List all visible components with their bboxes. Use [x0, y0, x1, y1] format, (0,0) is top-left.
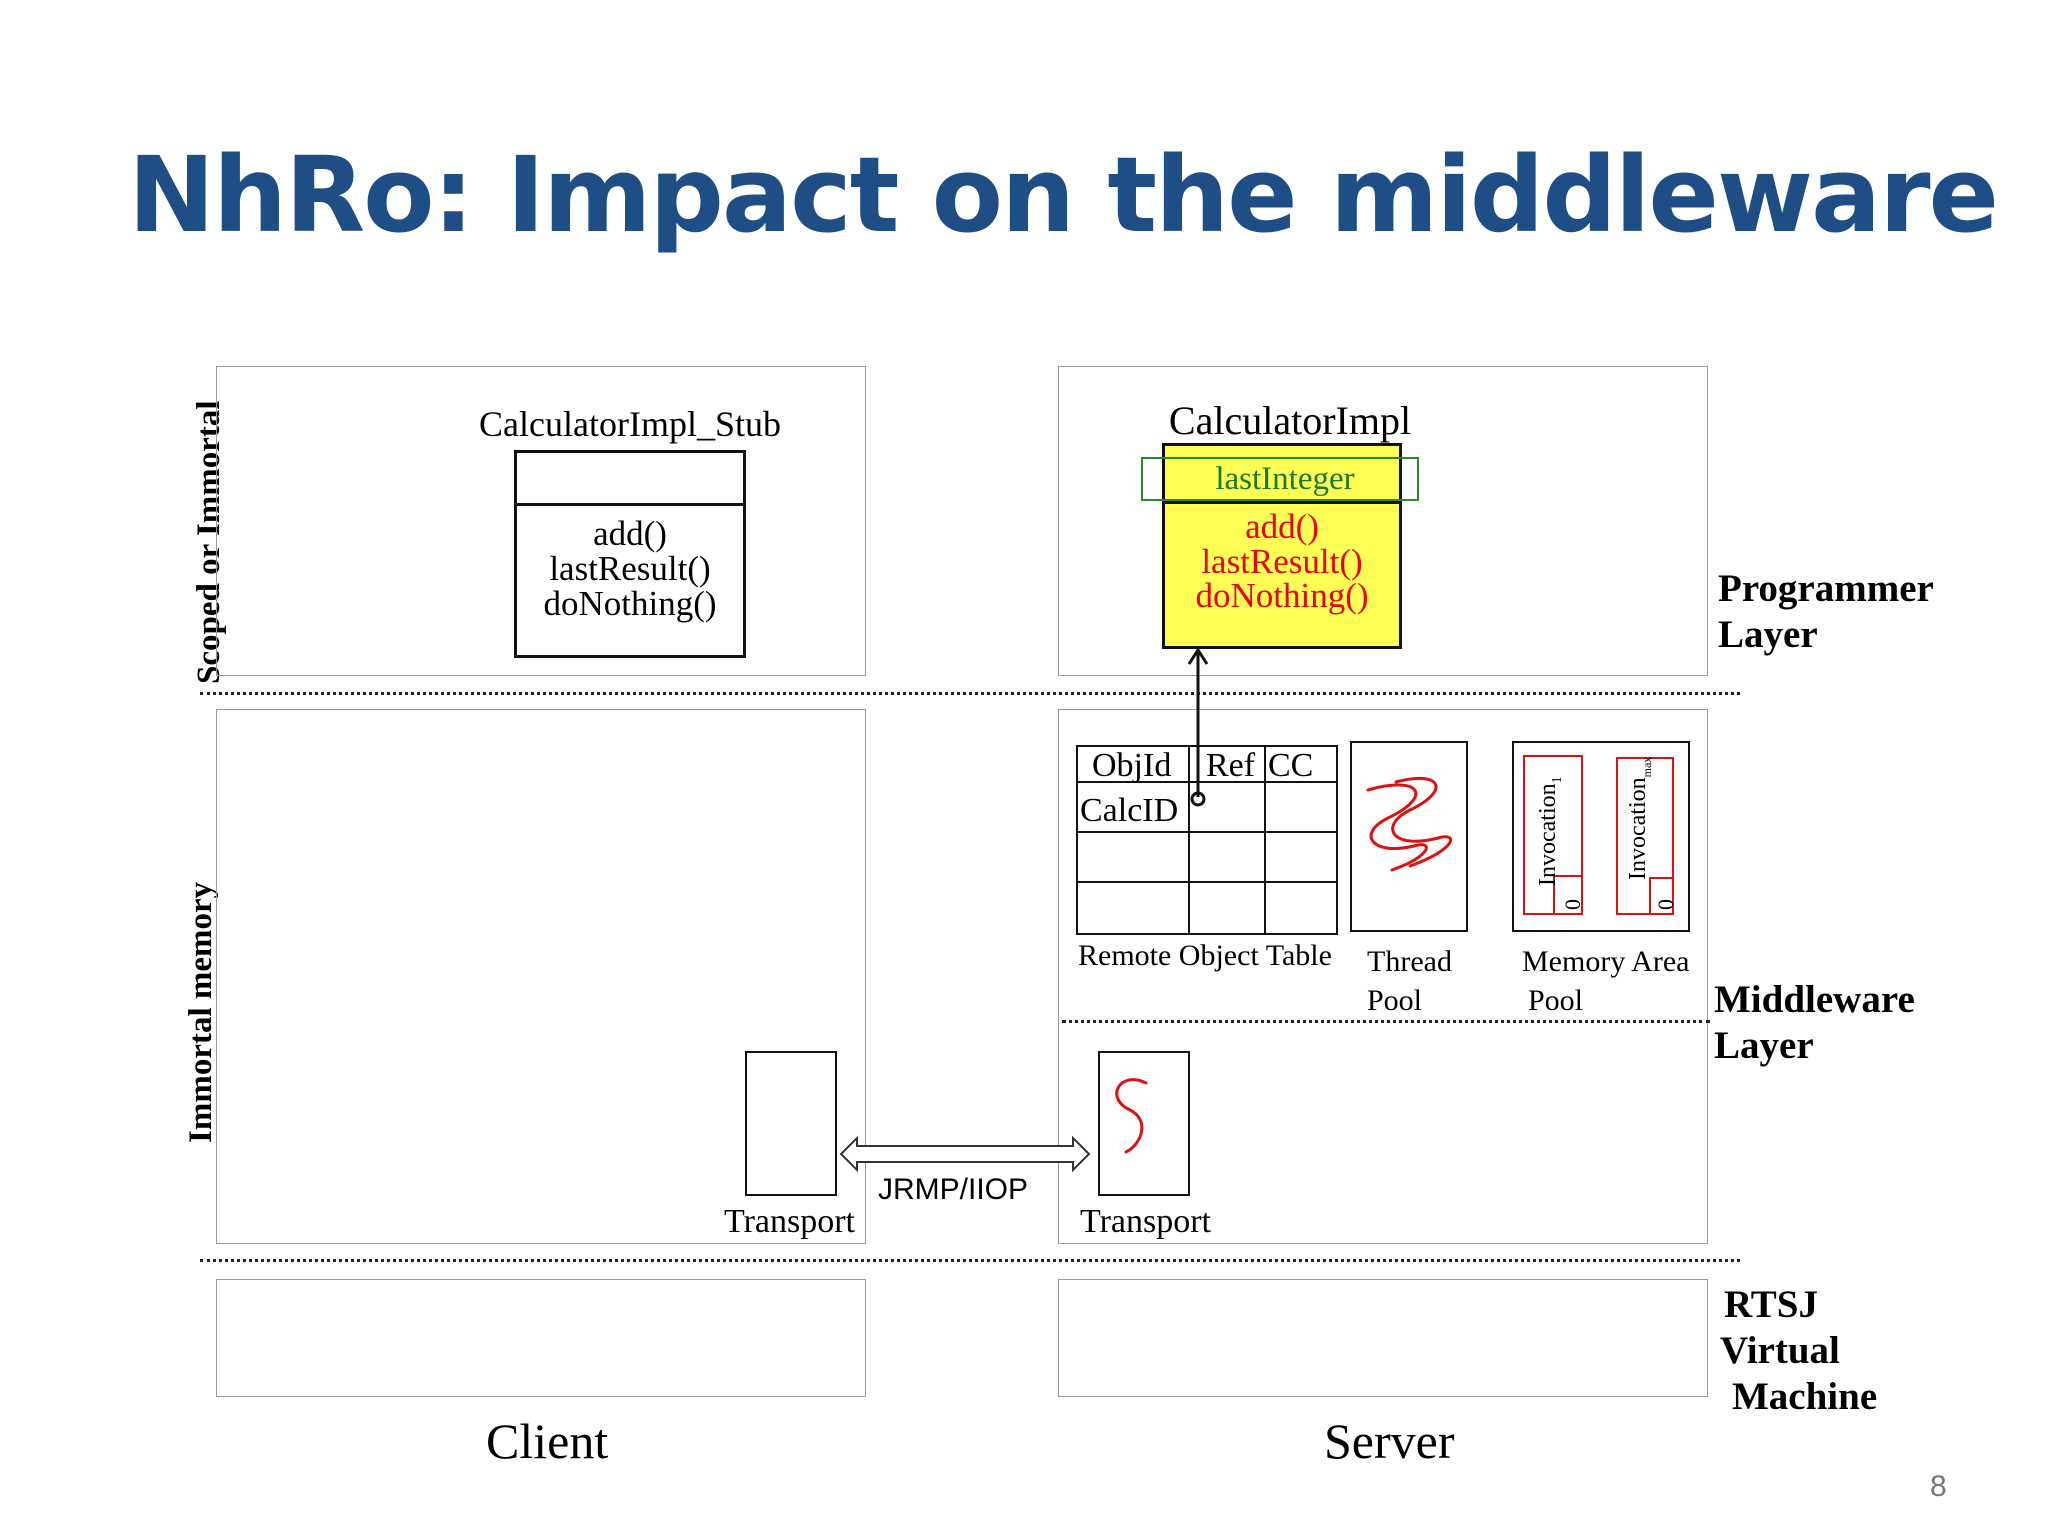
programmer-layer-label: Programmer Layer [1718, 567, 1934, 657]
programmer-middleware-separator [200, 692, 1740, 695]
reference-arrow-head [1187, 647, 1209, 665]
impl-method-do-nothing: doNothing() [1195, 576, 1369, 616]
transport-double-arrow [839, 1135, 1091, 1173]
table-header-cc: CC [1268, 747, 1314, 784]
client-middleware-region [216, 709, 866, 1244]
impl-attributes-compartment [1165, 446, 1399, 504]
client-programmer-region [216, 366, 866, 676]
middleware-vm-separator [200, 1259, 1740, 1262]
table-header-ref: Ref [1206, 747, 1256, 784]
memory-area-pool-label: Memory Area Pool [1522, 945, 1690, 1017]
server-label: Server [1324, 1413, 1455, 1469]
transport-thread-scribble [1115, 1078, 1148, 1154]
server-programmer-region [1058, 366, 1708, 676]
table-cell-calcid: CalcID [1080, 792, 1179, 829]
stub-method-do-nothing: doNothing() [543, 584, 717, 623]
impl-method-last-result: lastResult() [1201, 541, 1363, 581]
thread-pool-box [1350, 741, 1468, 932]
stub-attributes-compartment [517, 453, 743, 506]
middleware-layer-label: Middleware Layer [1714, 978, 1915, 1068]
server-transport-separator [1062, 1020, 1710, 1023]
client-transport-box [745, 1051, 837, 1196]
invocation-max-used [1649, 877, 1674, 915]
remote-object-table-label: Remote Object Table [1078, 939, 1332, 972]
client-label: Client [486, 1413, 609, 1469]
field-highlight-box [1141, 457, 1419, 501]
server-transport-box [1098, 1051, 1190, 1196]
thread-scribble-1 [1391, 776, 1453, 868]
impl-methods: add() lastResult() doNothing() [1165, 504, 1399, 614]
stub-class-name: CalculatorImpl_Stub [479, 404, 781, 444]
table-header-objid: ObjId [1092, 747, 1172, 784]
stub-methods: add() lastResult() doNothing() [517, 506, 743, 621]
invocation-1-used [1553, 875, 1583, 915]
remote-object-table [1076, 745, 1338, 935]
page-number: 8 [1930, 1470, 1947, 1503]
thread-scribble-2 [1366, 783, 1428, 872]
thread-pool-label: Thread Pool [1367, 945, 1452, 1017]
impl-class-name: CalculatorImpl [1168, 398, 1412, 443]
stub-method-add: add() [593, 514, 667, 553]
slide-title: NhRo: Impact on the middleware [128, 134, 1999, 256]
client-vm-region [216, 1279, 866, 1397]
server-transport-label: Transport [1080, 1203, 1211, 1240]
impl-method-add: add() [1245, 507, 1319, 546]
client-transport-label: Transport [724, 1203, 855, 1240]
memory-area-pool-box [1512, 741, 1690, 932]
protocol-label: JRMP/IIOP [878, 1173, 1029, 1206]
invocation-max-area [1616, 757, 1674, 915]
impl-class-box: add() lastResult() doNothing() [1162, 443, 1402, 649]
stub-method-last-result: lastResult() [549, 549, 711, 588]
server-middleware-region [1058, 709, 1708, 1244]
server-vm-region [1058, 1279, 1708, 1397]
impl-field-last-integer: lastInteger [1215, 461, 1355, 497]
reference-arrow-origin [1190, 791, 1206, 807]
rtsj-vm-label: RTSJ Virtual Machine [1720, 1283, 1878, 1419]
stub-class-box: add() lastResult() doNothing() [514, 450, 746, 658]
